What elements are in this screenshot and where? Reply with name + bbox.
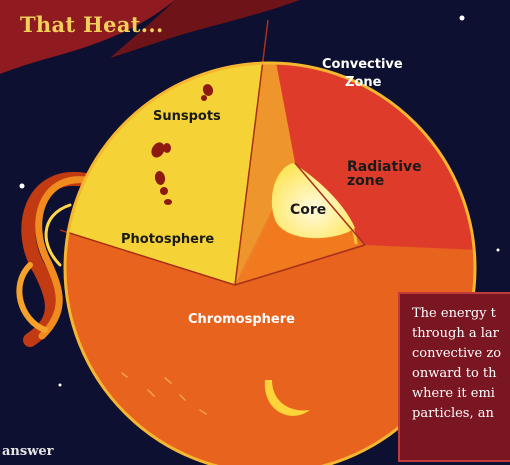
star: [59, 384, 62, 387]
radiative-zone-label-line2: zone: [347, 174, 384, 188]
photosphere-label: Photosphere: [121, 233, 214, 247]
explanation-line: convective zo: [412, 344, 510, 364]
sunspots-label: Sunspots: [153, 110, 221, 124]
convective-zone-label-line1: Convective: [322, 58, 403, 72]
star: [20, 184, 25, 189]
radiative-zone-label-line1: Radiative: [347, 160, 422, 174]
explanation-line: particles, an: [412, 404, 510, 424]
explanation-line: onward to th: [412, 364, 510, 384]
explanation-line: The energy t: [412, 304, 510, 324]
star: [497, 249, 500, 252]
answer-footer[interactable]: answer: [0, 442, 402, 465]
page-title: That Heat...: [20, 12, 164, 37]
star: [460, 16, 465, 21]
explanation-line: where it emi: [412, 384, 510, 404]
convective-zone-label-line2: Zone: [345, 76, 381, 90]
explanation-box: The energy t through a lar convective zo…: [398, 292, 510, 462]
core-label: Core: [290, 203, 326, 217]
chromosphere-label: Chromosphere: [188, 313, 295, 327]
explanation-line: through a lar: [412, 324, 510, 344]
